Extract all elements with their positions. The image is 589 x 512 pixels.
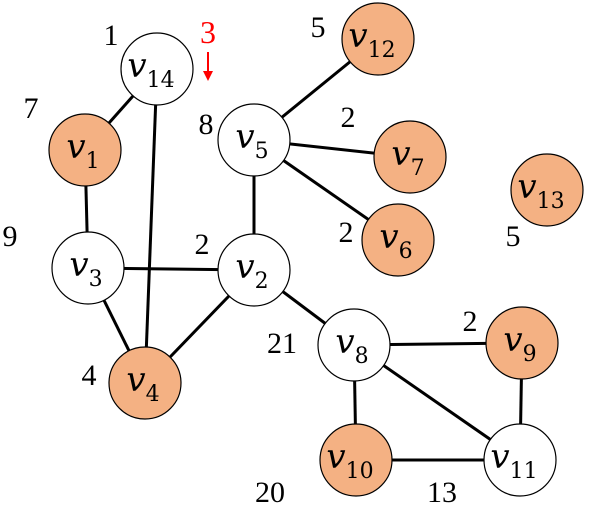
node-v3: v3: [51, 231, 125, 305]
node-circle-v4: [108, 346, 182, 420]
node-circle-v3: [51, 231, 125, 305]
node-label-base: v: [326, 437, 345, 477]
node-label-v3: v3: [69, 245, 102, 292]
node-v13: v13: [510, 153, 584, 227]
node-label-v11: v11: [490, 437, 537, 484]
node-v1: v1: [48, 113, 122, 187]
weight-v5: 8: [199, 108, 214, 141]
node-label-sub: 14: [147, 68, 175, 93]
node-label-base: v: [69, 245, 88, 285]
weight-v13: 5: [506, 220, 521, 253]
node-label-base: v: [127, 46, 146, 86]
node-label-sub: 3: [89, 267, 103, 292]
node-circle-v9: [485, 306, 559, 380]
node-circle-v8: [317, 308, 391, 382]
weight-v6: 2: [339, 216, 354, 249]
annotation-layer: 3: [200, 14, 216, 81]
weight-v1: 7: [24, 92, 39, 125]
node-label-v12: v12: [348, 16, 395, 63]
node-v12: v12: [341, 2, 415, 76]
node-label-v8: v8: [335, 322, 368, 369]
node-label-base: v: [348, 16, 367, 56]
node-label-v5: v5: [235, 117, 268, 164]
node-label-v14: v14: [127, 46, 174, 93]
node-label-v6: v6: [379, 217, 412, 264]
node-label-base: v: [235, 117, 254, 157]
weight-v11: 13: [427, 476, 457, 509]
node-v6: v6: [361, 203, 435, 277]
node-v2: v2: [217, 233, 291, 307]
node-label-base: v: [503, 320, 522, 360]
node-circle-v12: [341, 2, 415, 76]
node-circle-v5: [217, 103, 291, 177]
node-label-sub: 12: [368, 38, 396, 63]
weight-v7: 2: [341, 101, 356, 134]
node-circle-v14: [120, 32, 194, 106]
node-label-sub: 13: [537, 189, 565, 214]
node-circle-v1: [48, 113, 122, 187]
node-label-v10: v10: [326, 437, 373, 484]
node-label-sub: 8: [355, 344, 369, 369]
node-v11: v11: [483, 423, 557, 497]
node-label-base: v: [490, 437, 509, 477]
node-label-sub: 6: [399, 239, 413, 264]
node-label-base: v: [379, 217, 398, 257]
node-label-v2: v2: [235, 247, 268, 294]
node-label-sub: 9: [523, 342, 537, 367]
node-v4: v4: [108, 346, 182, 420]
weight-v12: 5: [311, 11, 326, 44]
node-v7: v7: [373, 120, 447, 194]
node-circle-v10: [319, 423, 393, 497]
node-circle-v7: [373, 120, 447, 194]
node-label-v7: v7: [391, 134, 424, 181]
node-label-sub: 7: [411, 156, 425, 181]
node-label-base: v: [66, 127, 85, 167]
node-circle-v13: [510, 153, 584, 227]
node-label-sub: 10: [346, 459, 374, 484]
node-label-base: v: [126, 360, 145, 400]
annotation-label: 3: [200, 14, 216, 50]
weight-v14: 1: [104, 19, 119, 52]
weight-v4: 4: [82, 359, 97, 392]
node-label-base: v: [235, 247, 254, 287]
node-label-v4: v4: [126, 360, 159, 407]
edge-v14-v4: [143, 68, 159, 384]
node-label-sub: 1: [86, 149, 100, 174]
node-label-base: v: [335, 322, 354, 362]
node-label-sub: 4: [146, 382, 160, 407]
weight-v10: 20: [255, 476, 285, 509]
weight-v2: 2: [195, 228, 210, 261]
node-label-base: v: [391, 134, 410, 174]
weight-v3: 9: [3, 220, 18, 253]
node-label-sub: 2: [255, 269, 269, 294]
node-circle-v6: [361, 203, 435, 277]
node-v5: v5: [217, 103, 291, 177]
node-v10: v10: [319, 423, 393, 497]
node-label-v9: v9: [503, 320, 536, 367]
node-v8: v8: [317, 308, 391, 382]
weight-v9: 2: [463, 305, 478, 338]
node-circle-v2: [217, 233, 291, 307]
node-label-sub: 11: [510, 459, 538, 484]
node-v9: v9: [485, 306, 559, 380]
node-circle-v11: [483, 423, 557, 497]
node-label-v13: v13: [517, 167, 564, 214]
node-label-sub: 5: [255, 139, 269, 164]
node-v14: v14: [120, 32, 194, 106]
node-label-v1: v1: [66, 127, 99, 174]
weight-v8: 21: [267, 327, 297, 360]
node-label-base: v: [517, 167, 536, 207]
